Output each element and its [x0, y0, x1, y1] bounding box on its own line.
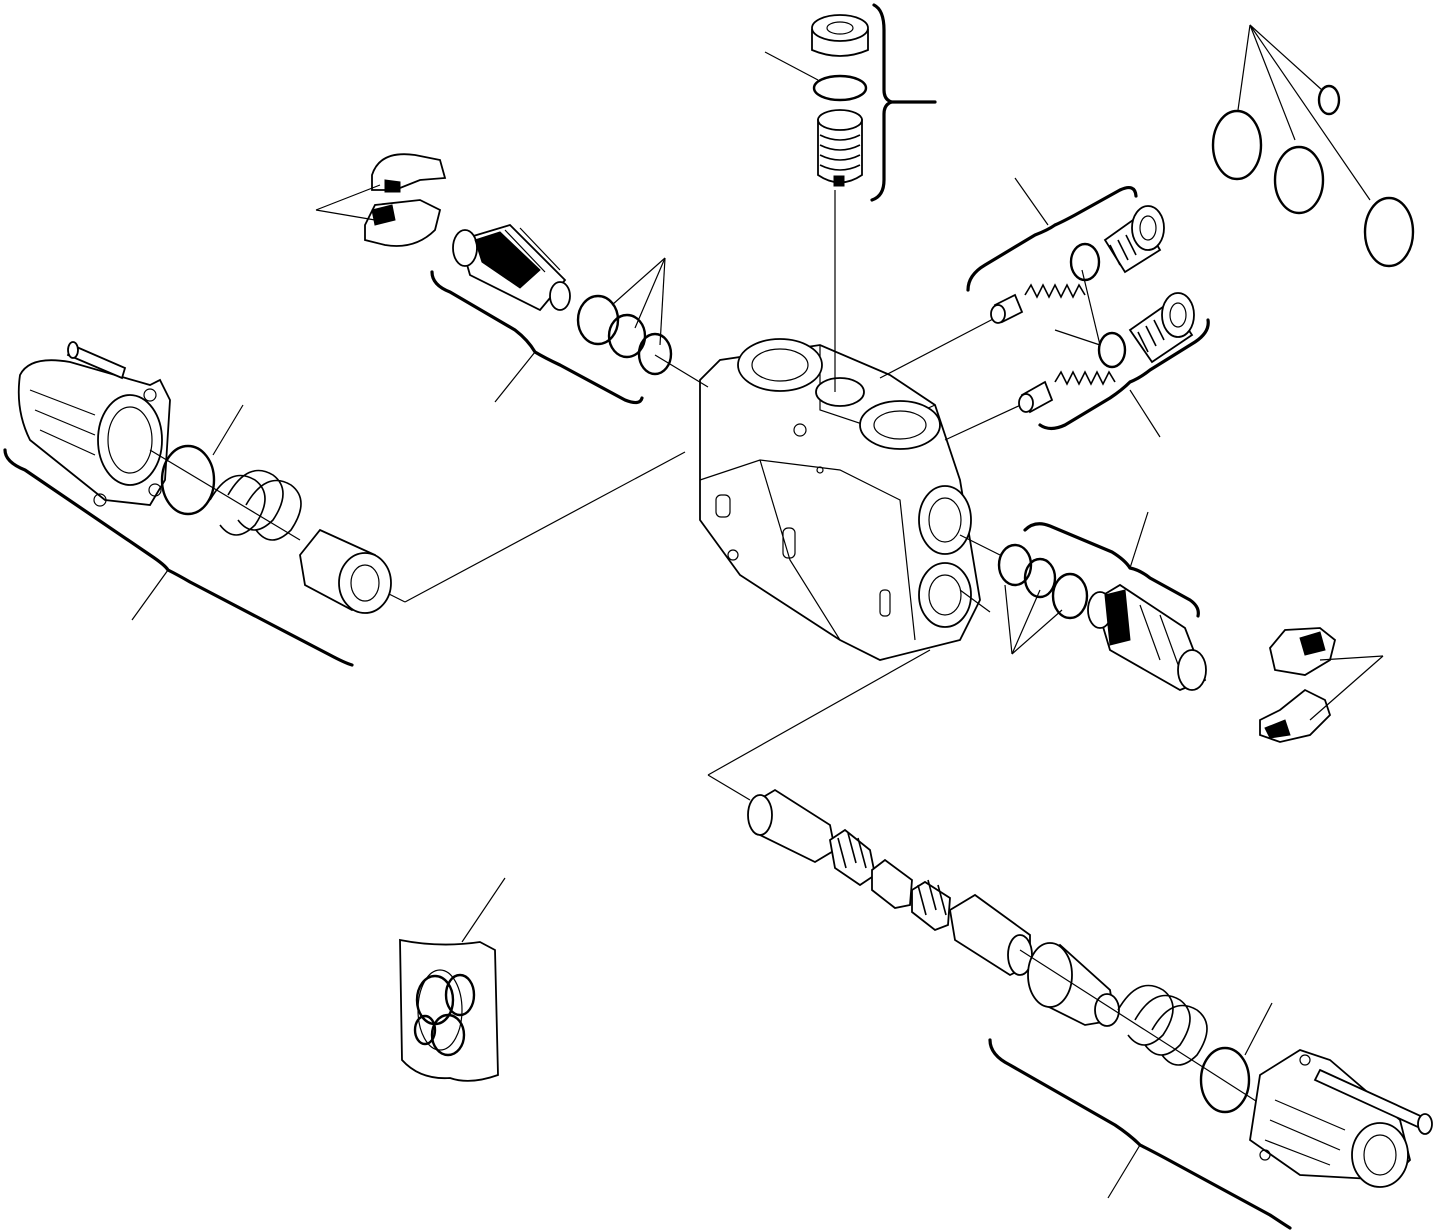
- cap-halves-right: [1259, 627, 1384, 743]
- assembly-axis-lines: [384, 190, 1026, 801]
- cap-halves-upper-left: [315, 153, 447, 247]
- check-valve-lower: [1018, 269, 1210, 438]
- main-spool: [747, 788, 1273, 1114]
- relief-valve-right: [997, 511, 1207, 691]
- check-valve-upper: [966, 177, 1165, 324]
- relief-valve-upper-left: [430, 223, 673, 405]
- spool-end-right: [988, 1038, 1433, 1230]
- spool-end-left: [3, 341, 392, 667]
- o-ring-kit: [1211, 24, 1415, 268]
- valve-body: [699, 338, 981, 661]
- seal-kit-bag: [399, 877, 506, 1082]
- top-plug-assembly: [764, 3, 937, 202]
